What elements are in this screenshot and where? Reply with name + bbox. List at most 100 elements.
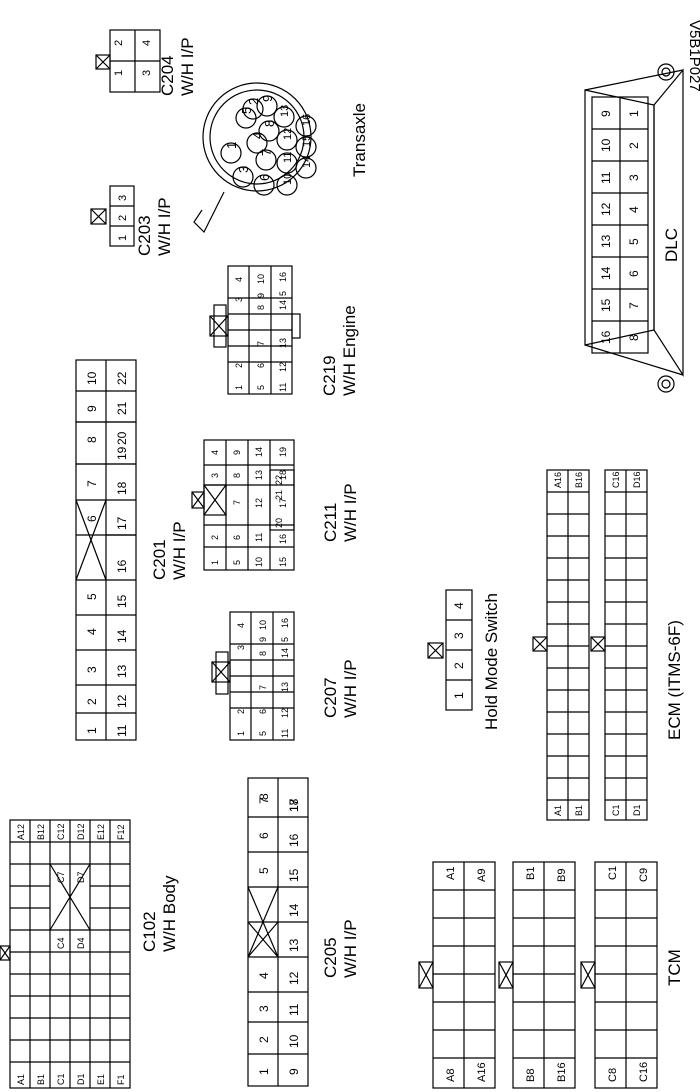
pin-label: 14 [280,648,290,658]
connector-c207: 1 2 3 4 5 6 7 8 9 10 11 12 13 14 5 16 C2… [211,611,360,741]
pin-label: 17 [115,516,129,530]
pin-label: 12 [282,128,294,140]
connector-c205: 1 2 3 4 5 6 7 8 9 10 11 12 13 14 15 16 1… [247,777,360,1087]
connector-id: C205 [321,937,340,978]
pin-label: B16 [574,472,584,488]
pin-label: C7 [56,871,66,883]
pin-label: D4 [76,937,86,949]
pin-label: 11 [287,1003,301,1016]
pin-label: 6 [257,832,271,839]
pin-label: 3 [85,666,99,673]
pin-label: 16 [287,833,301,847]
pin-label: 10 [282,173,294,185]
pin-label: 11 [254,533,264,542]
pin-label: 3 [234,297,244,302]
connector-id: C201 [150,539,169,580]
pin-label: C1 [611,804,621,816]
pin-label: B9 [556,869,568,882]
connector-tcm: A1 A8 A9 A16 B1 B8 B9 B16 C1 C8 C9 C [418,861,684,1089]
pin-label: 8 [256,305,266,310]
pin-label: 12 [599,202,613,216]
pin-label: C16 [611,471,621,488]
connector-ecm: A1 A16 B1 B16 C1 C16 D1 D16 ECM (ITMS-6F… [532,469,684,821]
pin-label: 17 [287,798,301,812]
pin-label: 13 [278,338,288,348]
pin-label: F1 [116,1074,126,1085]
pin-label: 14 [278,300,288,310]
pin-label: 7 [258,685,268,690]
pin-label: C1 [56,1073,66,1085]
pin-label: 1 [224,142,239,149]
pin-label: 5 [85,593,99,600]
pin-label: 8 [85,436,99,443]
pin-label: 1 [257,1068,271,1075]
pin-label: 5 [278,291,288,296]
pin-label: 2 [234,363,244,368]
pin-label: 1 [236,731,246,736]
pin-label: 16 [301,114,313,126]
connector-harness: W/H I/P [341,919,360,978]
pin-label: 19 [278,447,288,457]
pin-label: C8 [607,1068,619,1082]
connector-harness: W/H I/P [341,483,360,542]
pin-label: 6 [256,363,266,368]
pin-label: 6 [85,515,99,522]
pin-label: 8 [627,334,641,341]
pin-label: 4 [627,206,641,213]
pin-label: 5 [239,107,254,114]
pin-label: 12 [278,362,288,372]
pin-label: 15 [278,557,288,567]
pin-label: 6 [257,174,272,181]
connector-c201: 1 2 3 4 5 6 7 8 9 10 11 12 13 14 15 16 1… [75,359,189,741]
pin-label: 2 [257,1036,271,1043]
pin-label: 2 [627,142,641,149]
pin-label: 9 [260,95,275,102]
connector-label: Transaxle [350,103,369,177]
pin-label: C9 [638,868,650,882]
connector-hold-mode-switch: 1 2 3 4 Hold Mode Switch [427,589,501,730]
pin-label: 7 [257,797,271,804]
pin-label: 15 [287,868,301,882]
pin-label: 4 [236,623,246,628]
pin-label: 14 [254,447,264,457]
pin-label: C16 [638,1062,650,1082]
pin-label: 2 [85,698,99,705]
connector-c219: 1 2 3 4 5 6 7 8 9 10 11 12 13 14 5 16 C2… [209,265,359,396]
pin-label: 14 [115,629,129,643]
connector-harness: W/H I/P [341,659,360,718]
pin-label: 5 [232,560,242,565]
pin-label: 1 [85,727,99,734]
pin-label: 22 [274,475,284,485]
pin-label: 9 [599,110,613,117]
pin-label: 15 [301,135,313,147]
pin-label: 10 [254,557,264,567]
pin-label: 9 [287,1068,301,1075]
connector-label: DLC [662,228,681,262]
pin-label: 2 [117,215,129,221]
connector-id: C102 [140,911,159,952]
pin-label: 3 [236,645,246,650]
connector-c211: 1 2 3 4 5 6 7 8 9 10 11 12 13 14 15 16 1… [191,439,360,571]
pin-label: 16 [280,618,290,628]
connector-label: Hold Mode Switch [482,593,501,730]
pin-label: 21 [115,401,129,415]
connector-c203: 1 2 3 C203 W/H I/P [90,185,174,256]
connector-transaxle: 1 2 3 4 5 6 7 8 9 10 11 12 13 14 15 16 T… [193,82,369,234]
pin-label: 5 [280,637,290,642]
pin-label: C4 [56,937,66,949]
pin-label: B1 [36,1074,46,1085]
pin-label: 5 [257,867,271,874]
pin-label: 11 [282,152,294,163]
pin-label: 8 [257,793,271,800]
connector-harness: W/H Body [160,875,179,952]
pin-label: B1 [525,867,537,880]
connector-dlc: 1 2 3 4 5 6 7 8 9 10 11 12 13 14 15 16 D… [584,63,684,393]
pin-label: 2 [236,709,246,714]
pin-label: 13 [115,664,129,678]
pin-label: D1 [632,804,642,816]
pin-label: 3 [257,1005,271,1012]
pin-label: 3 [117,195,129,201]
pin-label: 11 [278,383,288,392]
pin-label: B1 [574,805,584,816]
pin-label: 6 [627,270,641,277]
